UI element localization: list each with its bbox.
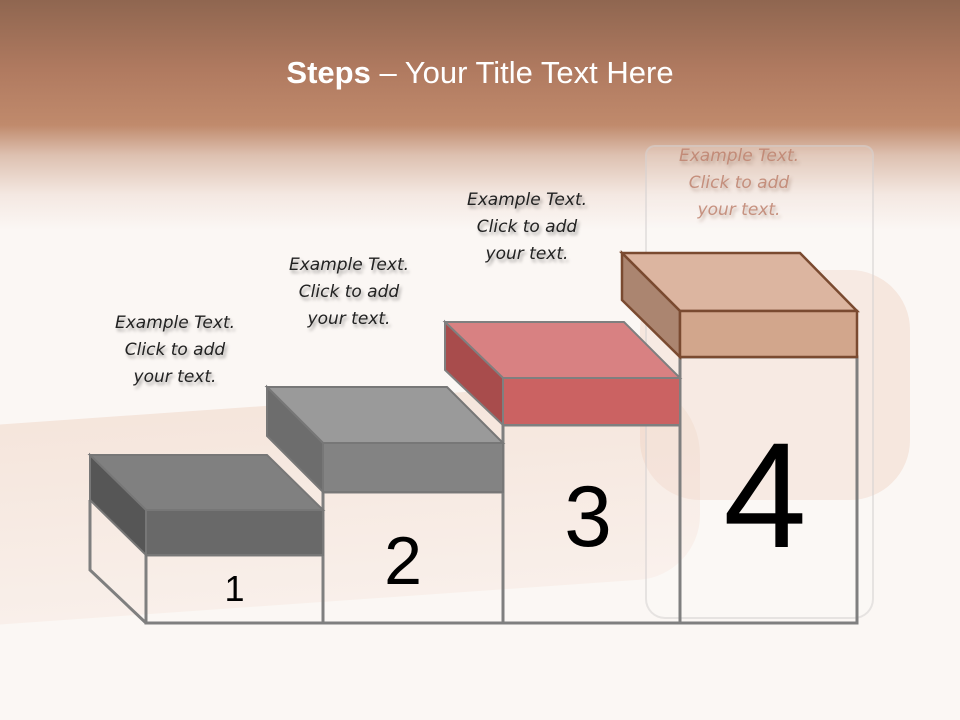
- step-3-label[interactable]: Example Text. Click to add your text.: [466, 190, 588, 264]
- step-1-block: [87, 452, 326, 558]
- title-rest: – Your Title Text Here: [370, 55, 674, 90]
- slide-title[interactable]: Steps – Your Title Text Here: [0, 55, 960, 91]
- step-2-block: [264, 384, 506, 495]
- step-number-4: 4: [723, 411, 807, 579]
- step-number-1: 1: [224, 568, 245, 609]
- step-4-label[interactable]: Example Text. Click to add your text.: [678, 146, 800, 220]
- step-number-3: 3: [564, 469, 612, 565]
- step-number-2: 2: [384, 523, 422, 599]
- step-2-label[interactable]: Example Text. Click to add your text.: [288, 255, 410, 329]
- step-4-block: [618, 249, 860, 360]
- background-glass: [645, 145, 874, 619]
- step-3-block: [442, 319, 683, 428]
- title-bold: Steps: [286, 55, 371, 90]
- step-1-label[interactable]: Example Text. Click to add your text.: [114, 313, 236, 387]
